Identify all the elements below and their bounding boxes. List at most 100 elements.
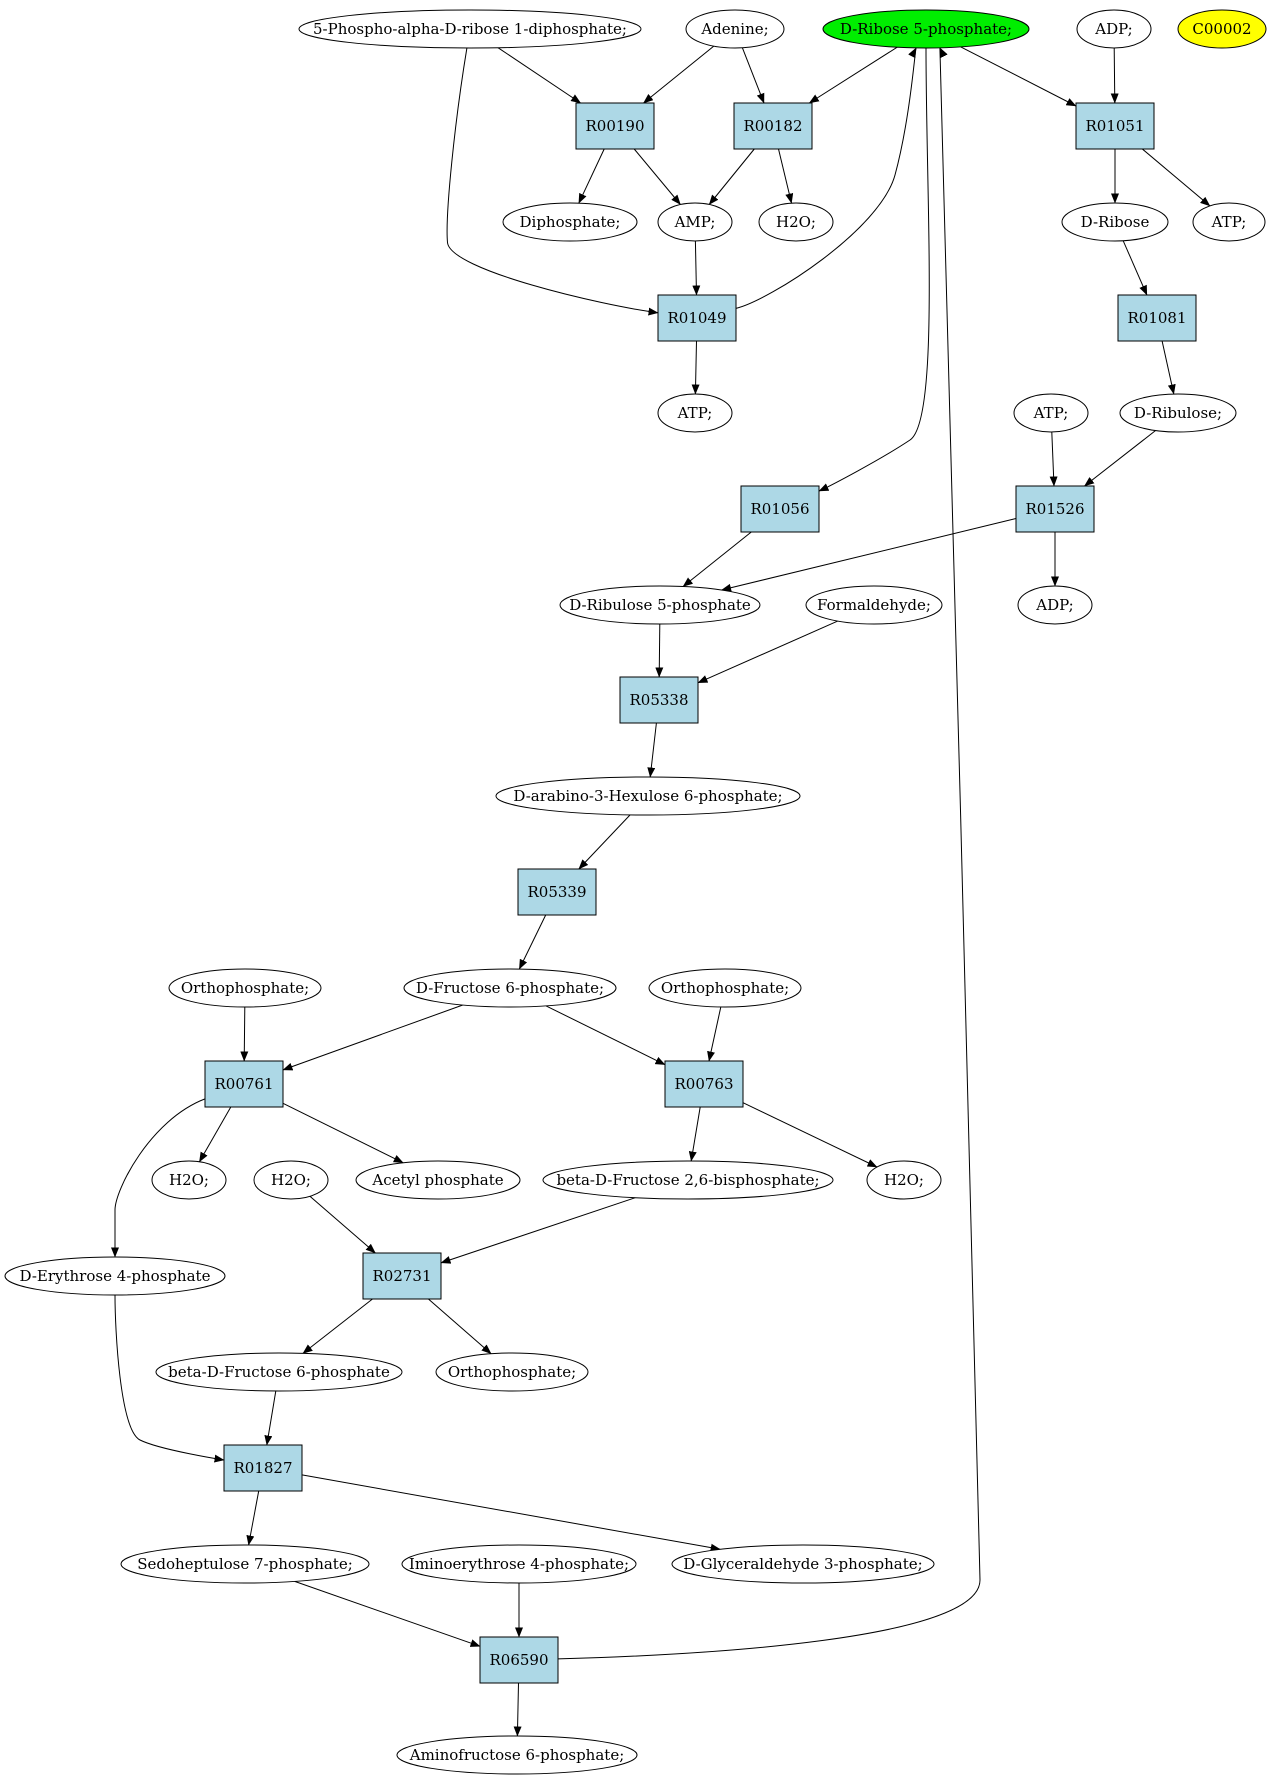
node-shape: [575, 102, 655, 150]
compound-node-s7p: Sedoheptulose 7-phosphate;: [120, 1544, 370, 1584]
node-shape: [1075, 102, 1155, 150]
compound-node-adp_top: ADP;: [1076, 9, 1152, 49]
compound-node-c00002: C00002: [1177, 9, 1267, 49]
node-shape: [403, 968, 617, 1008]
edge-h2o_3-to-r02731: [309, 1195, 376, 1254]
node-label: D-Ribose: [1081, 213, 1150, 231]
node-label: Formaldehyde;: [817, 596, 931, 614]
node-label: ATP;: [1211, 213, 1247, 231]
node-shape: [253, 1160, 329, 1200]
node-label: Orthophosphate;: [181, 979, 309, 997]
node-label: Adenine;: [700, 20, 768, 38]
node-shape: [671, 1544, 935, 1584]
node-shape: [657, 393, 733, 433]
compound-node-atp_1: ATP;: [1192, 202, 1266, 242]
compound-node-r5p: D-Ribose 5-phosphate;: [822, 9, 1030, 49]
compound-node-atp_2: ATP;: [657, 393, 733, 433]
compound-node-h2o_3: H2O;: [253, 1160, 329, 1200]
reaction-node-r01049: R01049: [657, 294, 737, 342]
node-label: ADP;: [1094, 20, 1132, 38]
node-shape: [1177, 9, 1267, 49]
compound-node-prpp: 5-Phospho-alpha-D-ribose 1-diphosphate;: [298, 9, 642, 49]
compound-node-g3p: D-Glyceraldehyde 3-phosphate;: [671, 1544, 935, 1584]
compound-node-iminoe4p: Iminoerythrose 4-phosphate;: [401, 1544, 637, 1584]
node-label: Diphosphate;: [520, 213, 621, 231]
node-shape: [168, 968, 322, 1008]
edge-r00190-to-amp: [633, 148, 681, 205]
node-shape: [401, 1544, 637, 1584]
node-shape: [1076, 9, 1152, 49]
edge-dribulose-to-r01526: [1084, 430, 1156, 487]
node-shape: [396, 1735, 638, 1775]
compound-node-e4p: D-Erythrose 4-phosphate: [4, 1256, 226, 1296]
edge-r00761-to-h2o_2: [198, 1106, 232, 1163]
node-shape: [204, 1060, 284, 1108]
node-label: 5-Phospho-alpha-D-ribose 1-diphosphate;: [313, 20, 627, 38]
edge-r00190-to-diphosphate: [578, 148, 605, 204]
compound-node-hexulose6p: D-arabino-3-Hexulose 6-phosphate;: [495, 776, 801, 816]
node-label: H2O;: [884, 1171, 924, 1189]
compound-node-dribulose: D-Ribulose;: [1119, 393, 1237, 433]
compound-node-orthophosphate_2: Orthophosphate;: [648, 968, 802, 1008]
node-shape: [740, 485, 820, 533]
compound-node-orthophosphate_3: Orthophosphate;: [435, 1352, 589, 1392]
node-label: D-arabino-3-Hexulose 6-phosphate;: [513, 787, 782, 805]
node-label: R05339: [527, 883, 586, 901]
edge-f6p-to-r00761: [282, 1004, 463, 1071]
edge-r01051-to-atp_1: [1141, 148, 1211, 207]
node-label: H2O;: [169, 1171, 209, 1189]
compound-node-dribose: D-Ribose: [1061, 202, 1169, 242]
edge-adenine-to-r00190: [643, 45, 715, 104]
node-label: R06590: [489, 1651, 548, 1669]
node-label: ATP;: [1033, 404, 1069, 422]
edge-r01827-to-g3p: [301, 1474, 721, 1552]
node-label: R05338: [629, 691, 688, 709]
compound-node-acetylp: Acetyl phosphate: [355, 1160, 521, 1200]
node-shape: [1192, 202, 1266, 242]
edge-prpp-to-r01049: [446, 47, 659, 316]
edge-r00761-to-e4p: [111, 1098, 206, 1258]
edge-f6p-to-r00763: [545, 1005, 666, 1066]
node-label: R01526: [1025, 500, 1084, 518]
edge-hexulose6p-to-r05339: [578, 814, 631, 870]
node-shape: [664, 1060, 744, 1108]
edge-amp-to-r01049: [692, 240, 701, 296]
node-label: D-Ribulose 5-phosphate: [569, 596, 751, 614]
reaction-node-r00182: R00182: [733, 102, 813, 150]
node-label: R01051: [1085, 117, 1144, 135]
reaction-node-r01056: R01056: [740, 485, 820, 533]
node-label: AMP;: [674, 213, 716, 231]
edge-r01049-to-r5p: [735, 47, 917, 309]
reaction-node-r01051: R01051: [1075, 102, 1155, 150]
node-shape: [657, 294, 737, 342]
edge-formaldehyde-to-r05338: [697, 620, 838, 684]
edge-r5p-to-r01056: [818, 47, 930, 492]
edge-r00763-to-f26bp: [688, 1106, 701, 1162]
node-shape: [151, 1160, 227, 1200]
compound-node-amp: AMP;: [657, 202, 733, 242]
node-label: R01056: [750, 500, 809, 518]
edge-r05339-to-f6p: [518, 914, 547, 970]
node-label: D-Fructose 6-phosphate;: [416, 979, 604, 997]
node-label: Orthophosphate;: [448, 1363, 576, 1381]
node-label: Acetyl phosphate: [371, 1171, 503, 1189]
node-shape: [733, 102, 813, 150]
compound-node-diphosphate: Diphosphate;: [502, 202, 638, 242]
node-label: H2O;: [271, 1171, 311, 1189]
node-label: H2O;: [776, 213, 816, 231]
compound-node-h2o_2: H2O;: [151, 1160, 227, 1200]
compound-node-orthophosphate_1: Orthophosphate;: [168, 968, 322, 1008]
edge-adenine-to-r00182: [741, 47, 765, 104]
compound-node-adenine: Adenine;: [685, 9, 785, 49]
node-label: Orthophosphate;: [661, 979, 789, 997]
node-shape: [517, 868, 597, 916]
edge-e4p-to-r01827: [114, 1294, 225, 1463]
node-shape: [822, 9, 1030, 49]
node-shape: [1117, 294, 1197, 342]
reaction-node-r01081: R01081: [1117, 294, 1197, 342]
node-shape: [685, 9, 785, 49]
compound-node-h2o_4: H2O;: [866, 1160, 942, 1200]
node-label: R00763: [674, 1075, 733, 1093]
reaction-node-r05338: R05338: [619, 676, 699, 724]
node-shape: [1119, 393, 1237, 433]
